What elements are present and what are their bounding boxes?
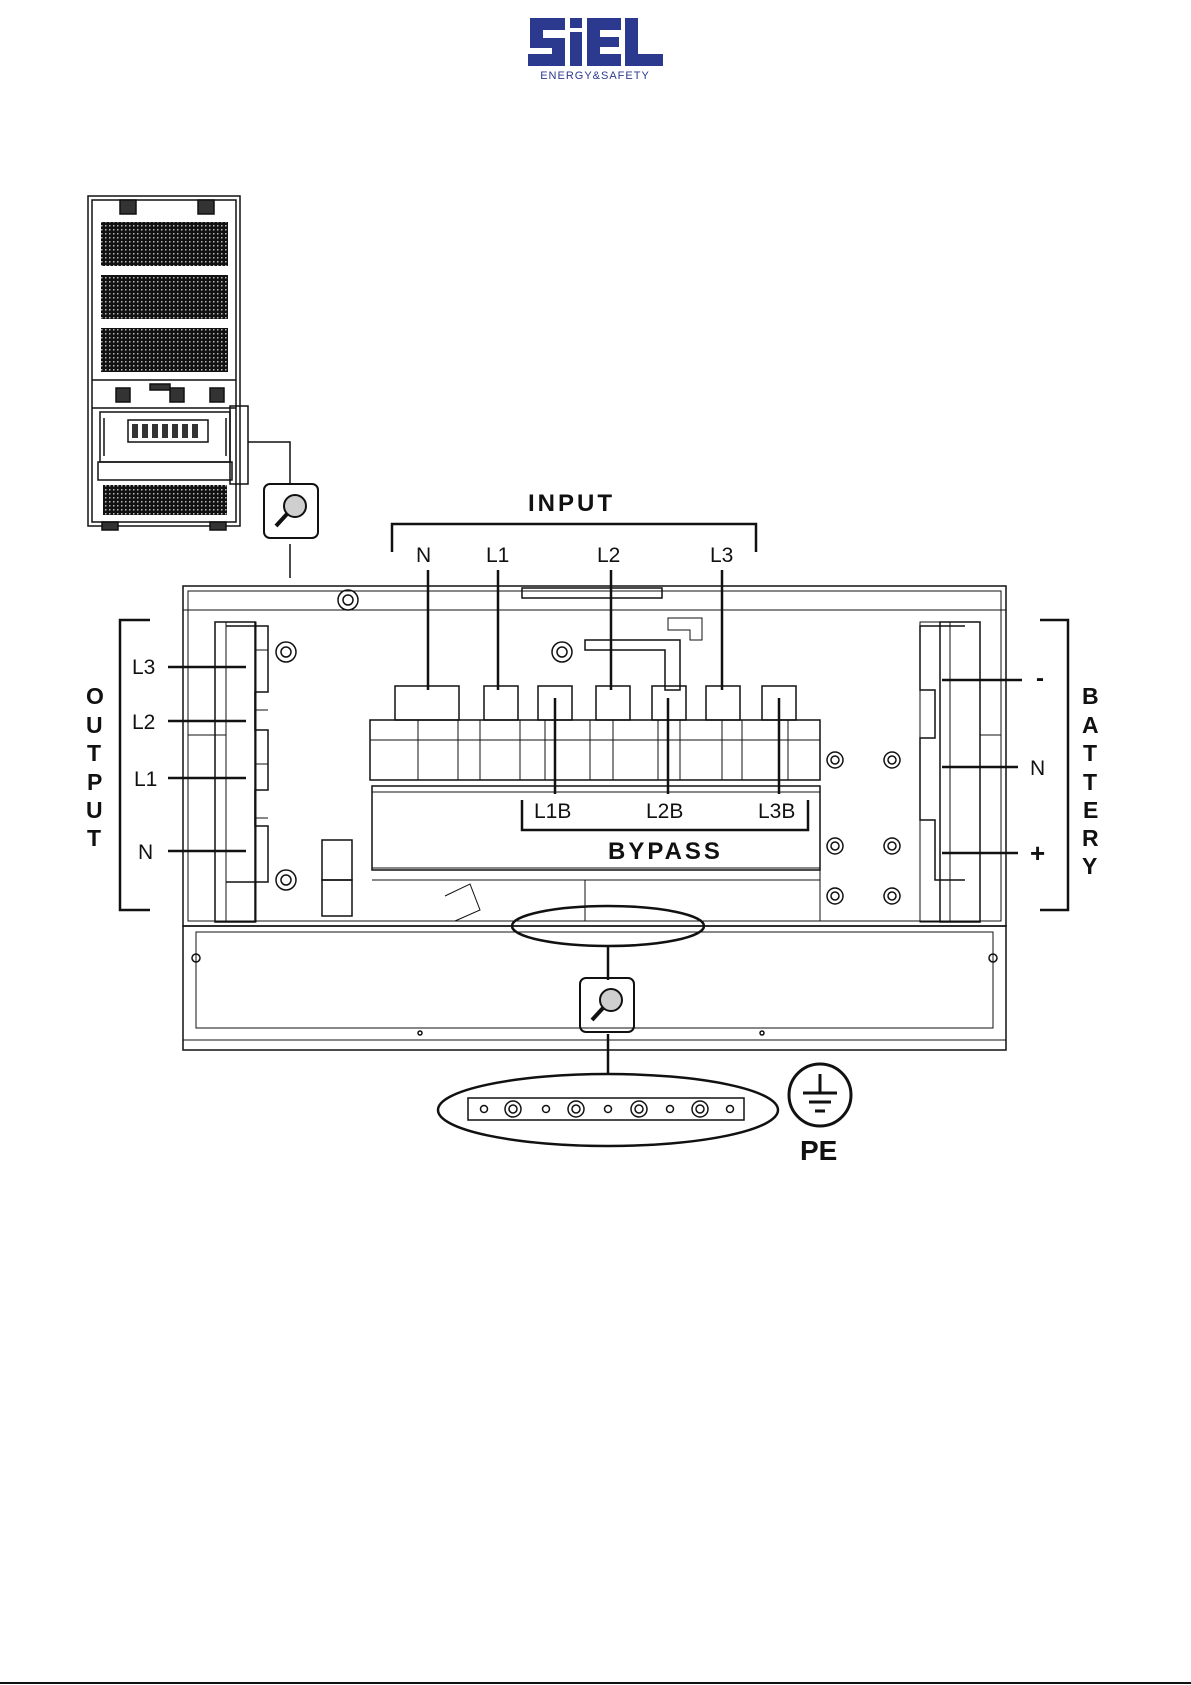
bypass-title: BYPASS (608, 838, 723, 865)
svg-text:T: T (1083, 769, 1097, 795)
magnifier-icon (580, 978, 634, 1032)
terminal-panel (183, 586, 1006, 1050)
bypass-terminal-l2b: L2B (646, 800, 683, 823)
bypass-terminal-l1b: L1B (534, 800, 571, 823)
svg-text:Y: Y (1082, 853, 1097, 879)
output-terminal-l2: L2 (132, 711, 155, 734)
input-terminal-l2: L2 (597, 544, 620, 567)
battery-terminal-n: N (1030, 757, 1045, 780)
output-title: O U T P U T (86, 683, 104, 851)
svg-text:P: P (87, 769, 102, 795)
battery-terminal-minus: - (1036, 665, 1044, 692)
earth-ground-icon (789, 1064, 851, 1126)
svg-text:T: T (87, 825, 101, 851)
output-terminal-l3: L3 (132, 656, 155, 679)
svg-text:U: U (86, 712, 103, 738)
output-terminal-n: N (138, 841, 153, 864)
svg-text:B: B (1082, 683, 1099, 709)
svg-text:E: E (1083, 797, 1098, 823)
input-terminal-n: N (416, 544, 431, 567)
pe-busbar (468, 1098, 744, 1120)
input-terminal-l1: L1 (486, 544, 509, 567)
svg-text:T: T (87, 740, 101, 766)
svg-text:O: O (86, 683, 104, 709)
svg-text:A: A (1082, 712, 1099, 738)
input-title: INPUT (528, 490, 615, 517)
svg-text:T: T (1083, 740, 1097, 766)
output-terminal-l1: L1 (134, 768, 157, 791)
svg-text:R: R (1082, 825, 1099, 851)
ups-cabinet-overview (88, 196, 290, 578)
magnifier-icon (264, 484, 318, 538)
pe-label: PE (800, 1135, 837, 1166)
svg-text:U: U (86, 797, 103, 823)
battery-title: B A T T E R Y (1082, 683, 1099, 879)
battery-terminal-plus: + (1030, 838, 1045, 868)
input-terminal-l3: L3 (710, 544, 733, 567)
bypass-terminal-l3b: L3B (758, 800, 795, 823)
